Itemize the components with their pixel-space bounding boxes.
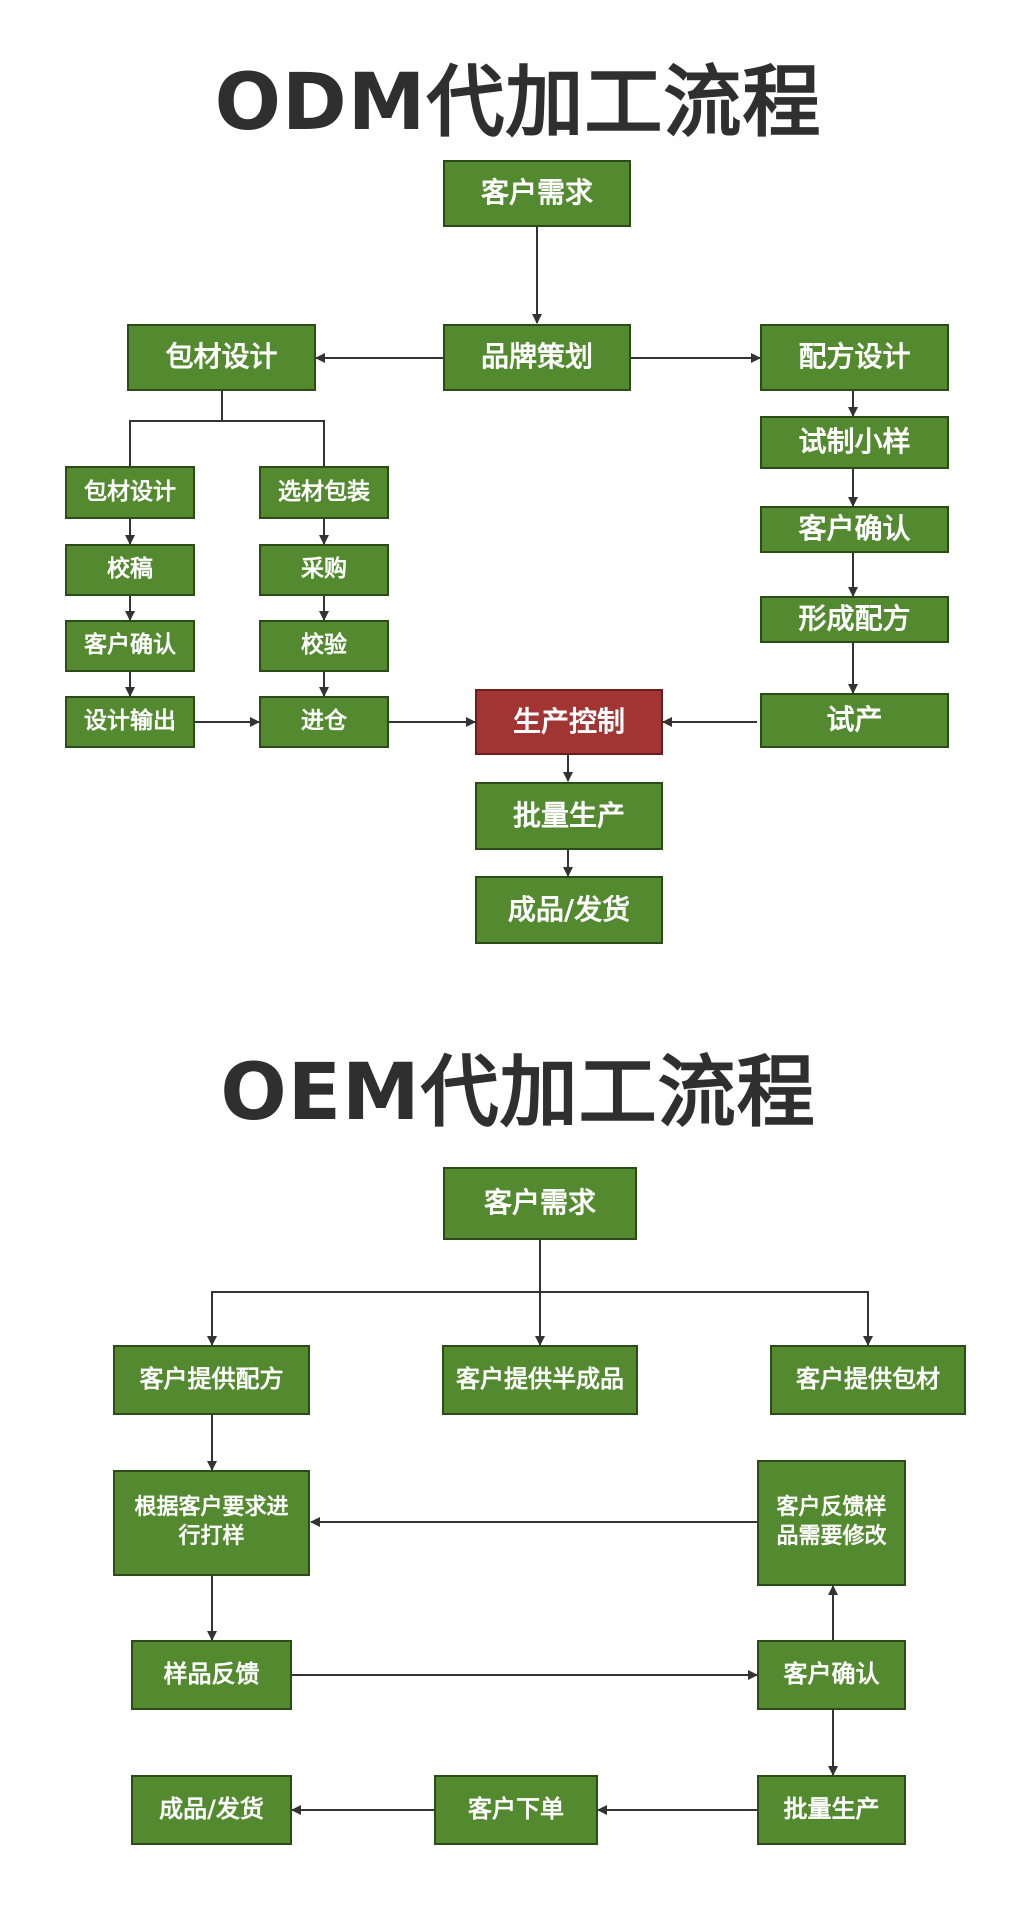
odm-title: ODM代加工流程 — [214, 58, 822, 148]
arrow-oem-to-packaging — [540, 1291, 873, 1346]
odm-node-material-selection: 选材包装 — [259, 466, 389, 519]
arrow-packaging-split — [125, 391, 223, 481]
odm-node-formula-formed: 形成配方 — [760, 596, 949, 643]
odm-node-warehouse-in: 进仓 — [259, 696, 389, 748]
odm-node-formula-design: 配方设计 — [760, 324, 949, 391]
oem-node-provide-packaging: 客户提供包材 — [770, 1345, 966, 1415]
oem-node-customer-demand: 客户需求 — [443, 1167, 637, 1240]
oem-node-finished-shipping: 成品/发货 — [131, 1775, 292, 1845]
odm-node-finished-shipping: 成品/发货 — [475, 876, 663, 944]
odm-node-trial-production: 试产 — [760, 693, 949, 748]
oem-node-provide-formula: 客户提供配方 — [113, 1345, 310, 1415]
oem-node-customer-confirm: 客户确认 — [757, 1640, 906, 1710]
odm-node-packaging-design-main: 包材设计 — [127, 324, 316, 391]
odm-node-customer-confirm-left: 客户确认 — [65, 620, 195, 672]
oem-node-sample-by-requirement: 根据客户要求进行打样 — [113, 1470, 310, 1576]
odm-node-mass-production: 批量生产 — [475, 782, 663, 850]
odm-node-proofread: 校稿 — [65, 544, 195, 596]
odm-node-inspection: 校验 — [259, 620, 389, 672]
oem-node-customer-order: 客户下单 — [434, 1775, 598, 1845]
odm-node-purchase: 采购 — [259, 544, 389, 596]
oem-title: OEM代加工流程 — [220, 1048, 816, 1138]
odm-node-customer-confirm-right: 客户确认 — [760, 506, 949, 553]
odm-node-production-control: 生产控制 — [475, 689, 663, 755]
odm-node-brand-planning: 品牌策划 — [443, 324, 631, 391]
odm-node-customer-demand: 客户需求 — [443, 160, 631, 227]
odm-node-design-output: 设计输出 — [65, 696, 195, 748]
oem-node-provide-semi-finished: 客户提供半成品 — [442, 1345, 638, 1415]
odm-node-packaging-design-sub: 包材设计 — [65, 466, 195, 519]
oem-node-feedback-modify: 客户反馈样品需要修改 — [757, 1460, 906, 1586]
arrow-packaging-split-right — [222, 420, 329, 481]
odm-node-trial-sample: 试制小样 — [760, 416, 949, 469]
oem-node-mass-production: 批量生产 — [757, 1775, 906, 1845]
oem-node-sample-feedback: 样品反馈 — [131, 1640, 292, 1710]
arrow-oem-to-formula — [207, 1291, 540, 1346]
